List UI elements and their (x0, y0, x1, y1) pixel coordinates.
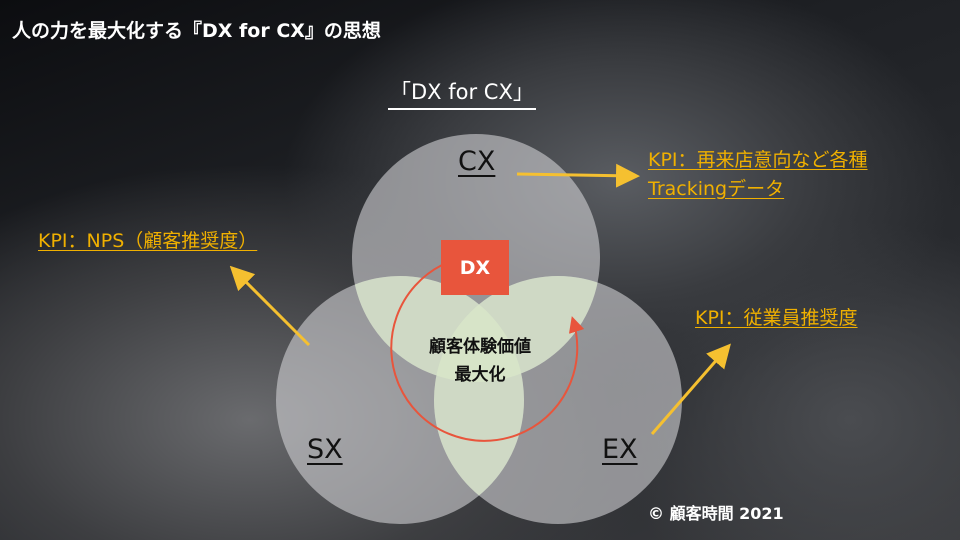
center-text: 顧客体験価値 最大化 (400, 333, 560, 389)
cx-kpi: KPI：再来店意向など各種 Trackingデータ (648, 146, 868, 204)
copyright: © 顧客時間 2021 (648, 504, 784, 523)
sx-ex-overlap (434, 276, 524, 524)
cx-kpi-arrow (516, 163, 640, 188)
center-line-2: 最大化 (454, 365, 506, 385)
sx-kpi: KPI：NPS（顧客推奨度） (38, 230, 258, 252)
ex-kpi-arrow (650, 343, 731, 435)
cx-kpi-line-2: Trackingデータ (648, 178, 785, 200)
cx-label: CX (458, 146, 496, 177)
ex-label: EX (602, 434, 638, 465)
dx-badge: DX (441, 240, 509, 295)
dx-cycle-arrow (390, 264, 585, 442)
center-line-1: 顧客体験価値 (429, 337, 531, 357)
ex-kpi: KPI：従業員推奨度 (695, 307, 858, 329)
cx-kpi-line-1: KPI：再来店意向など各種 (648, 149, 868, 171)
slide-title: 人の力を最大化する『DX for CX』の思想 (12, 20, 381, 42)
subtitle: 「DX for CX」 (388, 76, 536, 110)
sx-kpi-arrow (229, 265, 311, 347)
sx-label: SX (307, 434, 343, 465)
